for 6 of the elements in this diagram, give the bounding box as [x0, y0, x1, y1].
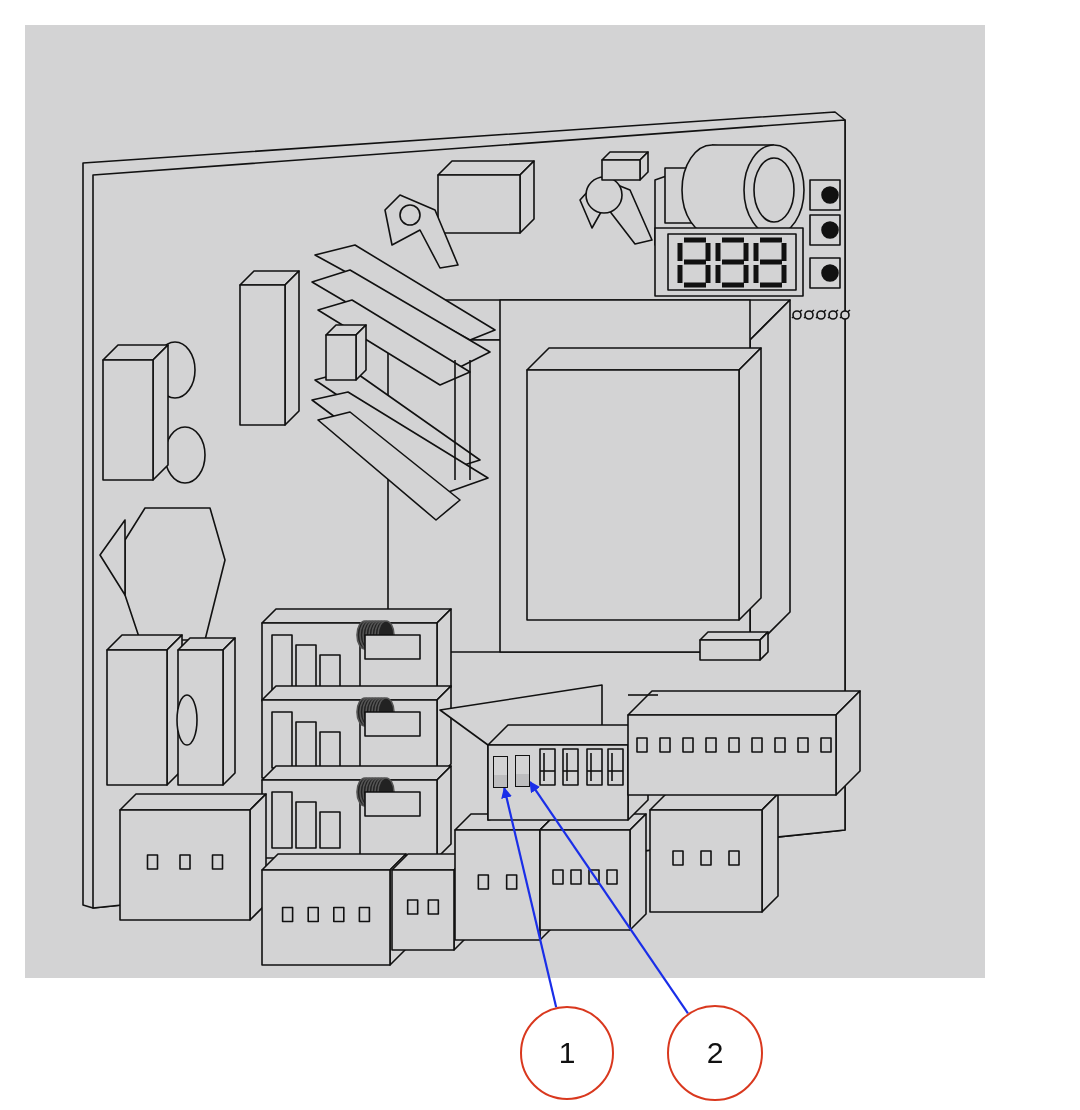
callout-number: 1	[520, 1006, 614, 1100]
leader-line	[501, 786, 558, 1008]
dip-switch	[515, 755, 530, 787]
dip-switch	[493, 756, 508, 788]
callout-number: 2	[667, 1005, 763, 1101]
leader-line	[529, 781, 689, 1014]
